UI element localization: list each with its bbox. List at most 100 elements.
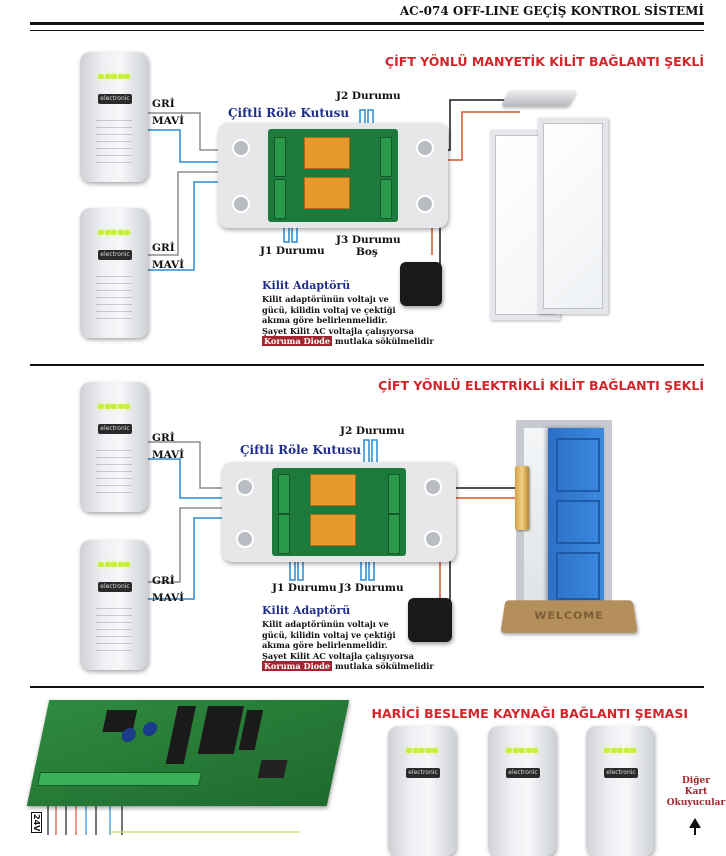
diode-warning-rest: mutlaka sökülmelidir — [334, 336, 434, 346]
terminal-block — [274, 137, 286, 177]
header-rule-thin — [30, 30, 704, 31]
reader-leds — [506, 748, 538, 753]
terminal-block — [380, 179, 392, 219]
reader-logo: electronic — [98, 250, 132, 260]
card-reader-3: electronic — [80, 382, 148, 512]
card-reader-5: electronic — [388, 726, 456, 856]
s1-r2-gri-label: GRİ — [152, 242, 175, 254]
section2-title: ÇİFT YÖNLÜ ELEKTRİKLİ KİLİT BAĞLANTI ŞEK… — [378, 378, 704, 393]
terminal-block — [278, 514, 290, 554]
s2-j2-label: J2 Durumu — [340, 425, 405, 437]
s1-lock-adapter — [400, 262, 442, 306]
s2-relay-box — [222, 462, 456, 562]
other-readers-label: Diğer Kart Okuyucular — [666, 776, 726, 809]
relay — [304, 177, 350, 209]
s1-r1-mavi-label: MAVİ — [152, 115, 185, 127]
s1-r2-mavi-label: MAVİ — [152, 259, 185, 271]
reader-leds — [406, 748, 438, 753]
s2-lock-adapter — [408, 598, 452, 642]
s2-adapter-text: Kilit adaptörünün voltajı ve gücü, kilid… — [262, 619, 434, 672]
reader-leds — [98, 230, 130, 235]
s1-relay-box-label: Çiftli Röle Kutusu — [228, 106, 350, 120]
section3-title: HARİCİ BESLEME KAYNAĞI BAĞLANTI ŞEMASI — [371, 706, 688, 721]
diode-warning: Koruma Diode — [262, 661, 333, 671]
relay — [310, 514, 356, 546]
controller-pcb — [26, 700, 350, 806]
header-rule-thick — [30, 22, 704, 25]
reader-logo: electronic — [406, 768, 440, 778]
mount-hole — [236, 478, 254, 496]
adapter-line: akıma göre belirlenmelidir. — [262, 640, 388, 650]
relay-pcb — [272, 468, 406, 556]
relay — [310, 474, 356, 506]
terminal-block — [380, 137, 392, 177]
s1-j1-label: J1 Durumu — [260, 245, 325, 257]
adapter-line: gücü, kilidin voltaj ve çektiği — [262, 629, 396, 640]
s2-relay-box-label: Çiftli Röle Kutusu — [240, 443, 362, 457]
s2-adapter-title: Kilit Adaptörü — [262, 604, 351, 617]
adapter-line: Kilit adaptörünün voltajı ve — [262, 294, 389, 304]
mount-hole — [424, 530, 442, 548]
electric-strike — [515, 466, 529, 530]
reader-logo: electronic — [506, 768, 540, 778]
s1-j3-label: J3 Durumu — [336, 234, 401, 246]
card-reader-1: electronic — [80, 52, 148, 182]
magnetic-lock — [501, 90, 577, 106]
relay — [304, 137, 350, 169]
mount-hole — [416, 195, 434, 213]
section-divider-1 — [30, 364, 704, 366]
mount-hole — [232, 195, 250, 213]
s1-adapter-title: Kilit Adaptörü — [262, 279, 351, 292]
other-readers-line: Kart — [684, 787, 708, 797]
welcome-mat: WELCOME — [500, 600, 638, 633]
reader-ribs — [96, 114, 132, 166]
reader-logo: electronic — [98, 424, 132, 434]
reader-logo: electronic — [98, 94, 132, 104]
s2-j1-label: J1 Durumu — [272, 582, 337, 594]
card-reader-6: electronic — [488, 726, 556, 856]
adapter-line: akıma göre belirlenmelidir. — [262, 315, 388, 325]
diode-warning-rest: mutlaka sökülmelidir — [334, 661, 434, 671]
reader-leds — [98, 404, 130, 409]
reader-ribs — [96, 444, 132, 496]
s1-relay-box — [218, 123, 448, 228]
diode-warning: Koruma Diode — [262, 336, 333, 346]
welcome-text: WELCOME — [533, 609, 605, 622]
reader-ribs — [96, 270, 132, 322]
card-reader-4: electronic — [80, 540, 148, 670]
s2-r1-gri-label: GRİ — [152, 432, 175, 444]
s2-r1-mavi-label: MAVİ — [152, 449, 185, 461]
reader-logo: electronic — [98, 582, 132, 592]
sliding-door — [490, 112, 608, 320]
section-divider-2 — [30, 686, 704, 688]
s1-adapter-text: Kilit adaptörünün voltajı ve gücü, kilid… — [262, 294, 434, 347]
adapter-line: Kilit adaptörünün voltajı ve — [262, 619, 389, 629]
s1-j3-sub-label: Boş — [356, 246, 378, 258]
reader-logo: electronic — [604, 768, 638, 778]
arrow-up-icon — [689, 818, 701, 828]
terminal-block — [388, 514, 400, 554]
card-reader-7: electronic — [586, 726, 654, 856]
reader-ribs — [96, 602, 132, 654]
reader-leds — [604, 748, 636, 753]
terminal-block — [278, 474, 290, 514]
adapter-line: gücü, kilidin voltaj ve çektiği — [262, 304, 396, 315]
mount-hole — [416, 139, 434, 157]
other-readers-line: Okuyucular — [666, 798, 726, 808]
document-title: AC-074 OFF-LINE GEÇİŞ KONTROL SİSTEMİ — [399, 4, 704, 18]
terminal-block — [388, 474, 400, 514]
reader-leds — [98, 562, 130, 567]
section1-title: ÇİFT YÖNLÜ MANYETİK KİLİT BAĞLANTI ŞEKLİ — [384, 54, 704, 69]
s1-j2-label: J2 Durumu — [336, 90, 401, 102]
card-reader-2: electronic — [80, 208, 148, 338]
s2-r2-gri-label: GRİ — [152, 575, 175, 587]
mount-hole — [232, 139, 250, 157]
mount-hole — [424, 478, 442, 496]
adapter-line: Şayet Kilit AC voltajla çalışıyorsa — [262, 325, 414, 336]
s1-r1-gri-label: GRİ — [152, 98, 175, 110]
relay-pcb — [268, 129, 398, 222]
arrow-stem — [694, 828, 696, 835]
s2-j3-label: J3 Durumu — [339, 582, 404, 594]
voltage-label: 24V — [31, 812, 42, 834]
mount-hole — [236, 530, 254, 548]
